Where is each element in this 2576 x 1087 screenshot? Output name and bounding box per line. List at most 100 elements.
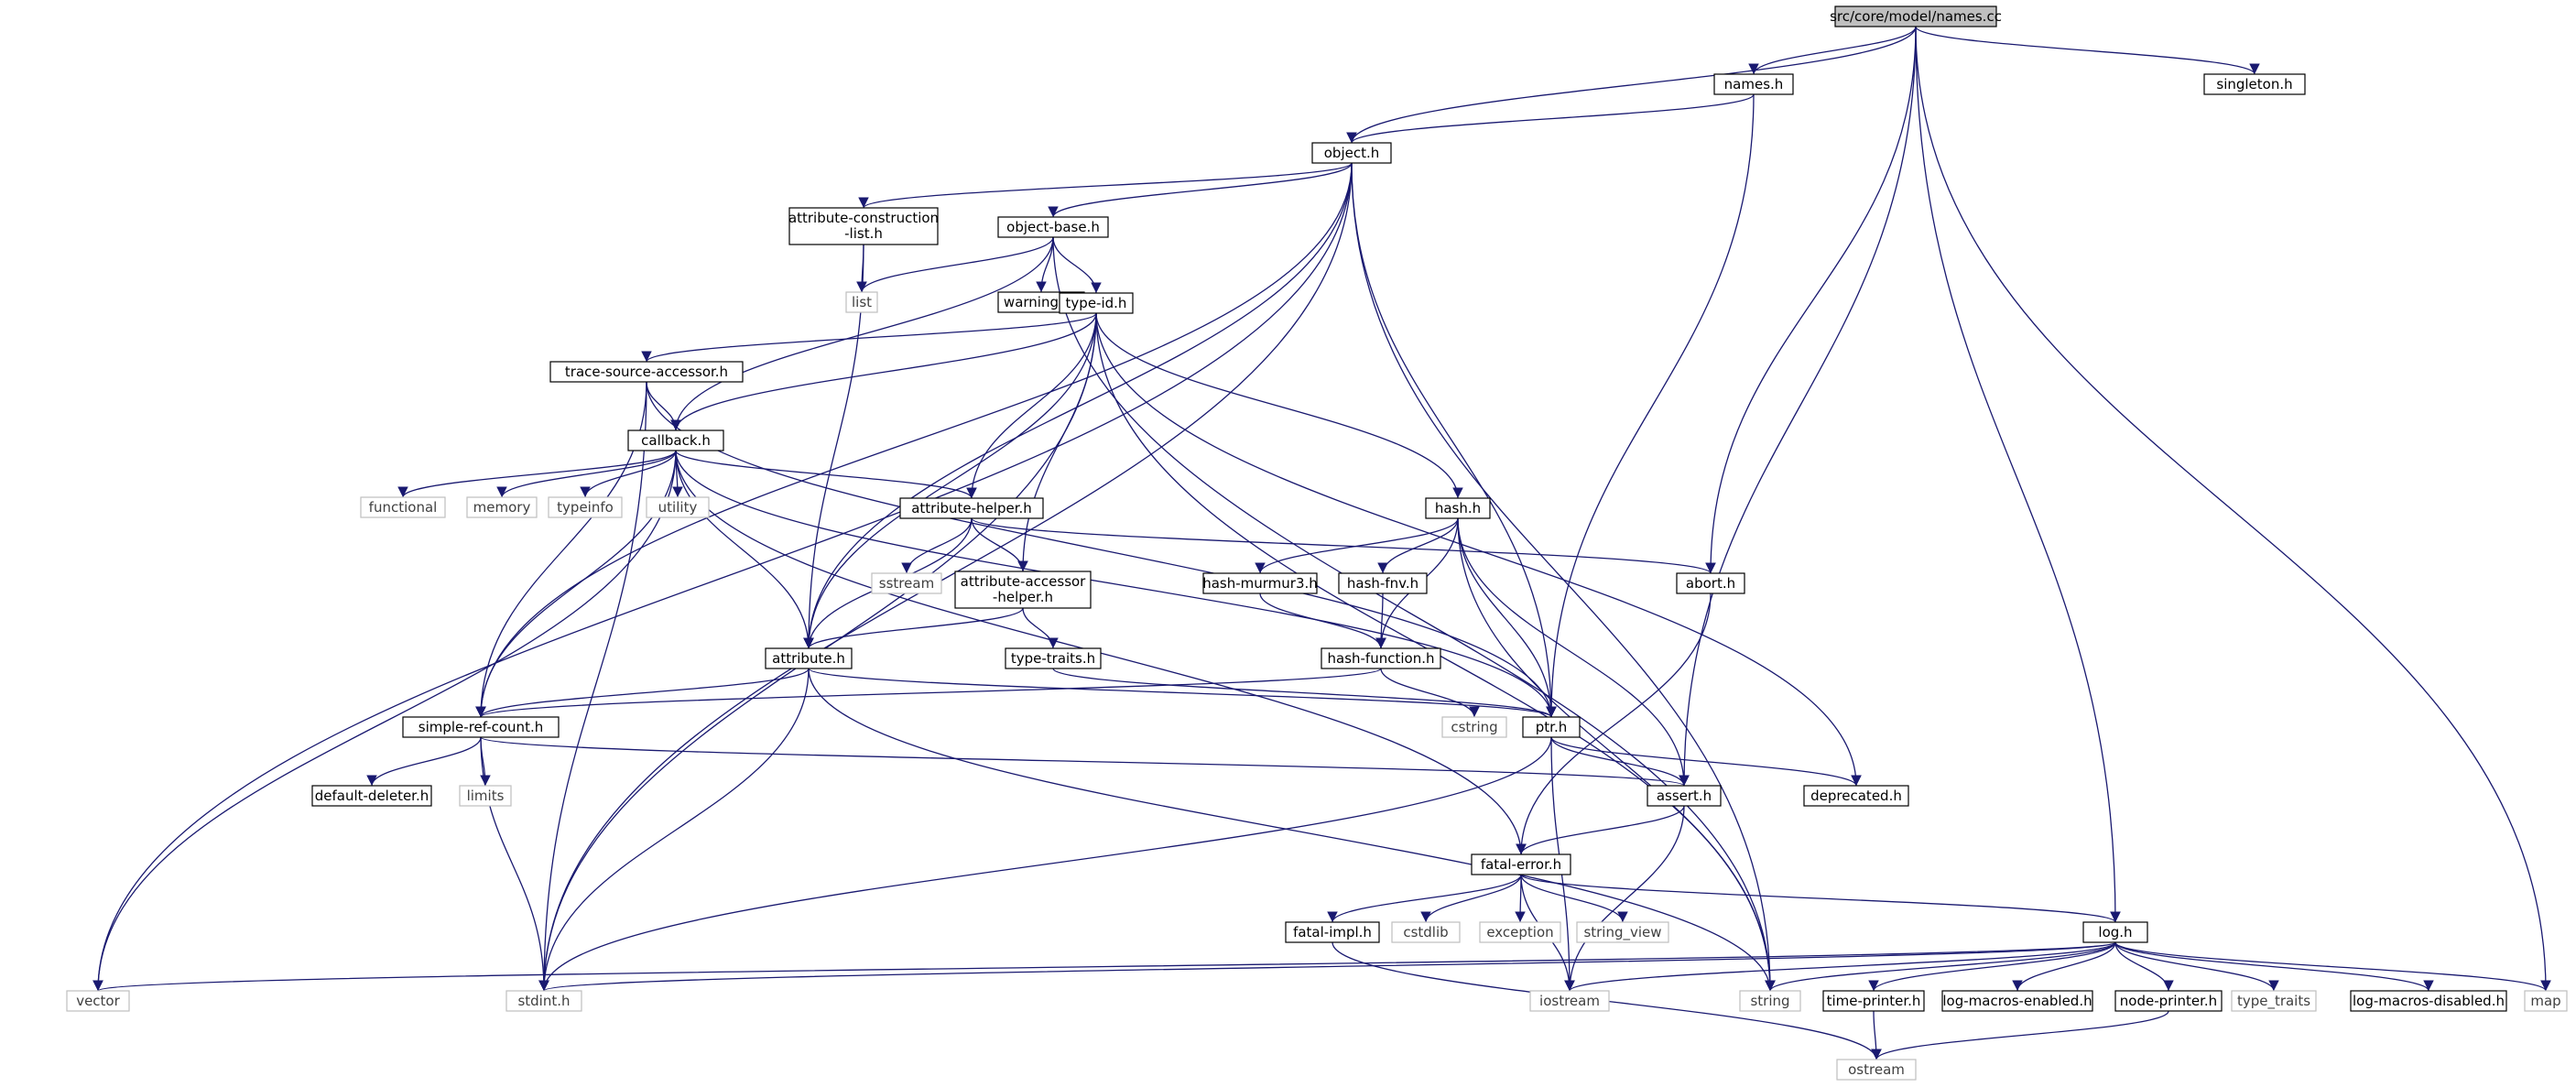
node-attribute-h[interactable]: attribute.h	[765, 647, 853, 669]
edge-layer	[92, 26, 2551, 1060]
node-label: functional	[369, 499, 438, 516]
node-box	[2524, 990, 2568, 1012]
edge-names_cc-to-map	[1915, 26, 2551, 992]
node-deprecated-h[interactable]: deprecated.h	[1803, 785, 1909, 807]
node-log-disabled[interactable]: log-macros-disabled.h	[2350, 990, 2507, 1012]
edge-log_h-to-time_printer	[1868, 941, 2116, 992]
node-box	[1441, 716, 1507, 738]
edge-names_cc-to-abort_h	[1705, 26, 1917, 574]
node-callback-h[interactable]: callback.h	[627, 429, 724, 451]
node-box	[2231, 990, 2317, 1012]
node-object-base[interactable]: object-base.h	[997, 216, 1109, 238]
node-box	[1338, 572, 1428, 594]
edge-type_id-to-deprecated_h	[1095, 312, 1862, 787]
node-box	[459, 785, 512, 807]
node-log-h[interactable]: log.h	[2082, 921, 2148, 943]
edge-object_h-to-string	[1351, 162, 1776, 992]
edge-time_printer-to-ostream	[1871, 1010, 1882, 1060]
node-box	[1425, 497, 1491, 519]
node-box	[1522, 716, 1581, 738]
node-box	[954, 571, 1092, 609]
node-hash-fnv[interactable]: hash-fnv.h	[1338, 572, 1428, 594]
node-label: assert.h	[1657, 788, 1712, 804]
edge-hash_h-to-ptr_h	[1457, 517, 1557, 718]
edge-abort_h-to-fatal_error	[1516, 592, 1712, 855]
edge-hash_fnv-to-hash_function	[1375, 592, 1386, 649]
node-object-h[interactable]: object.h	[1311, 142, 1392, 164]
node-singleton-h[interactable]: singleton.h	[2203, 73, 2306, 95]
edge-callback_h-to-simple_ref	[475, 450, 677, 718]
node-iostream: iostream	[1529, 990, 1610, 1012]
node-box	[871, 572, 942, 594]
node-vector: vector	[66, 990, 130, 1012]
edge-object_h-to-object_base	[1048, 162, 1353, 218]
node-label: default-deleter.h	[315, 788, 429, 804]
node-hash-function[interactable]: hash-function.h	[1321, 647, 1441, 669]
node-box	[548, 496, 623, 518]
node-box	[1822, 990, 1925, 1012]
node-type-traits-h[interactable]: type-traits.h	[1005, 647, 1102, 669]
node-box	[1576, 921, 1669, 943]
node-simple-ref[interactable]: simple-ref-count.h	[402, 716, 560, 738]
node-box	[66, 990, 130, 1012]
node-label: src/core/model/names.cc	[1830, 8, 2002, 25]
edge-object_h-to-attr_constr	[858, 162, 1353, 209]
node-attr-acc[interactable]: attribute-accessor-helper.h	[954, 571, 1092, 609]
edge-fatal_error-to-string_view	[1520, 874, 1628, 923]
node-sstream: sstream	[871, 572, 942, 594]
node-layer: src/core/model/names.cc names.h singleton.…	[66, 5, 2568, 1081]
node-label: simple-ref-count.h	[418, 719, 543, 735]
node-default-deleter[interactable]: default-deleter.h	[311, 785, 432, 807]
edge-object_base-to-string	[1052, 236, 1776, 992]
node-box	[1739, 990, 1801, 1012]
node-label: callback.h	[641, 432, 711, 449]
edge-ptr_h-to-stdint	[538, 736, 1552, 992]
node-cstdlib: cstdlib	[1391, 921, 1461, 943]
node-label: node-printer.h	[2120, 993, 2217, 1009]
node-label: ptr.h	[1536, 719, 1567, 735]
node-label: limits	[467, 788, 505, 804]
node-hash-h[interactable]: hash.h	[1425, 497, 1491, 519]
edge-assert_h-to-iostream	[1564, 805, 1685, 992]
node-trace-src[interactable]: trace-source-accessor.h	[549, 361, 744, 383]
node-functional: functional	[360, 496, 446, 518]
edge-attr_acc-to-attribute_h	[803, 607, 1024, 649]
edge-hash_function-to-simple_ref	[475, 668, 1382, 718]
node-label: type-traits.h	[1011, 650, 1095, 667]
node-stdint: stdint.h	[505, 990, 582, 1012]
edge-attr_helper-to-attr_acc	[971, 517, 1028, 572]
node-log-enabled[interactable]: log-macros-enabled.h	[1941, 990, 2093, 1012]
node-label: typeinfo	[557, 499, 614, 516]
edge-log_h-to-stdint	[539, 941, 2116, 992]
node-names-cc[interactable]: src/core/model/names.cc	[1830, 5, 2002, 27]
node-string: string	[1739, 990, 1801, 1012]
node-ptr-h[interactable]: ptr.h	[1522, 716, 1581, 738]
node-fatal-error[interactable]: fatal-error.h	[1471, 853, 1571, 875]
node-label: fatal-impl.h	[1293, 924, 1372, 940]
node-cstring: cstring	[1441, 716, 1507, 738]
node-attr-constr[interactable]: attribute-construction-list.h	[788, 207, 939, 245]
node-names-h[interactable]: names.h	[1713, 73, 1794, 95]
node-node-printer[interactable]: node-printer.h	[2114, 990, 2223, 1012]
node-box	[1834, 5, 1997, 27]
node-box	[360, 496, 446, 518]
edge-ptr_h-to-deprecated_h	[1550, 736, 1862, 787]
node-label: iostream	[1539, 993, 1600, 1009]
node-abort-h[interactable]: abort.h	[1676, 572, 1745, 594]
edge-log_h-to-string	[1765, 941, 2116, 992]
node-time-printer[interactable]: time-printer.h	[1822, 990, 1925, 1012]
node-box	[845, 291, 878, 313]
node-hash-murmur[interactable]: hash-murmur3.h	[1202, 572, 1318, 594]
node-label: fatal-error.h	[1481, 856, 1561, 873]
edge-names_cc-to-singleton_h	[1915, 26, 2260, 75]
node-box	[2350, 990, 2507, 1012]
node-label: exception	[1486, 924, 1553, 940]
node-attr-helper[interactable]: attribute-helper.h	[899, 497, 1044, 519]
node-box	[549, 361, 744, 383]
node-box	[1391, 921, 1461, 943]
node-type-id[interactable]: type-id.h	[1059, 292, 1134, 314]
node-fatal-impl[interactable]: fatal-impl.h	[1285, 921, 1380, 943]
node-assert-h[interactable]: assert.h	[1647, 785, 1722, 807]
node-box	[466, 496, 538, 518]
edge-log_h-to-log_enabled	[2012, 941, 2116, 992]
